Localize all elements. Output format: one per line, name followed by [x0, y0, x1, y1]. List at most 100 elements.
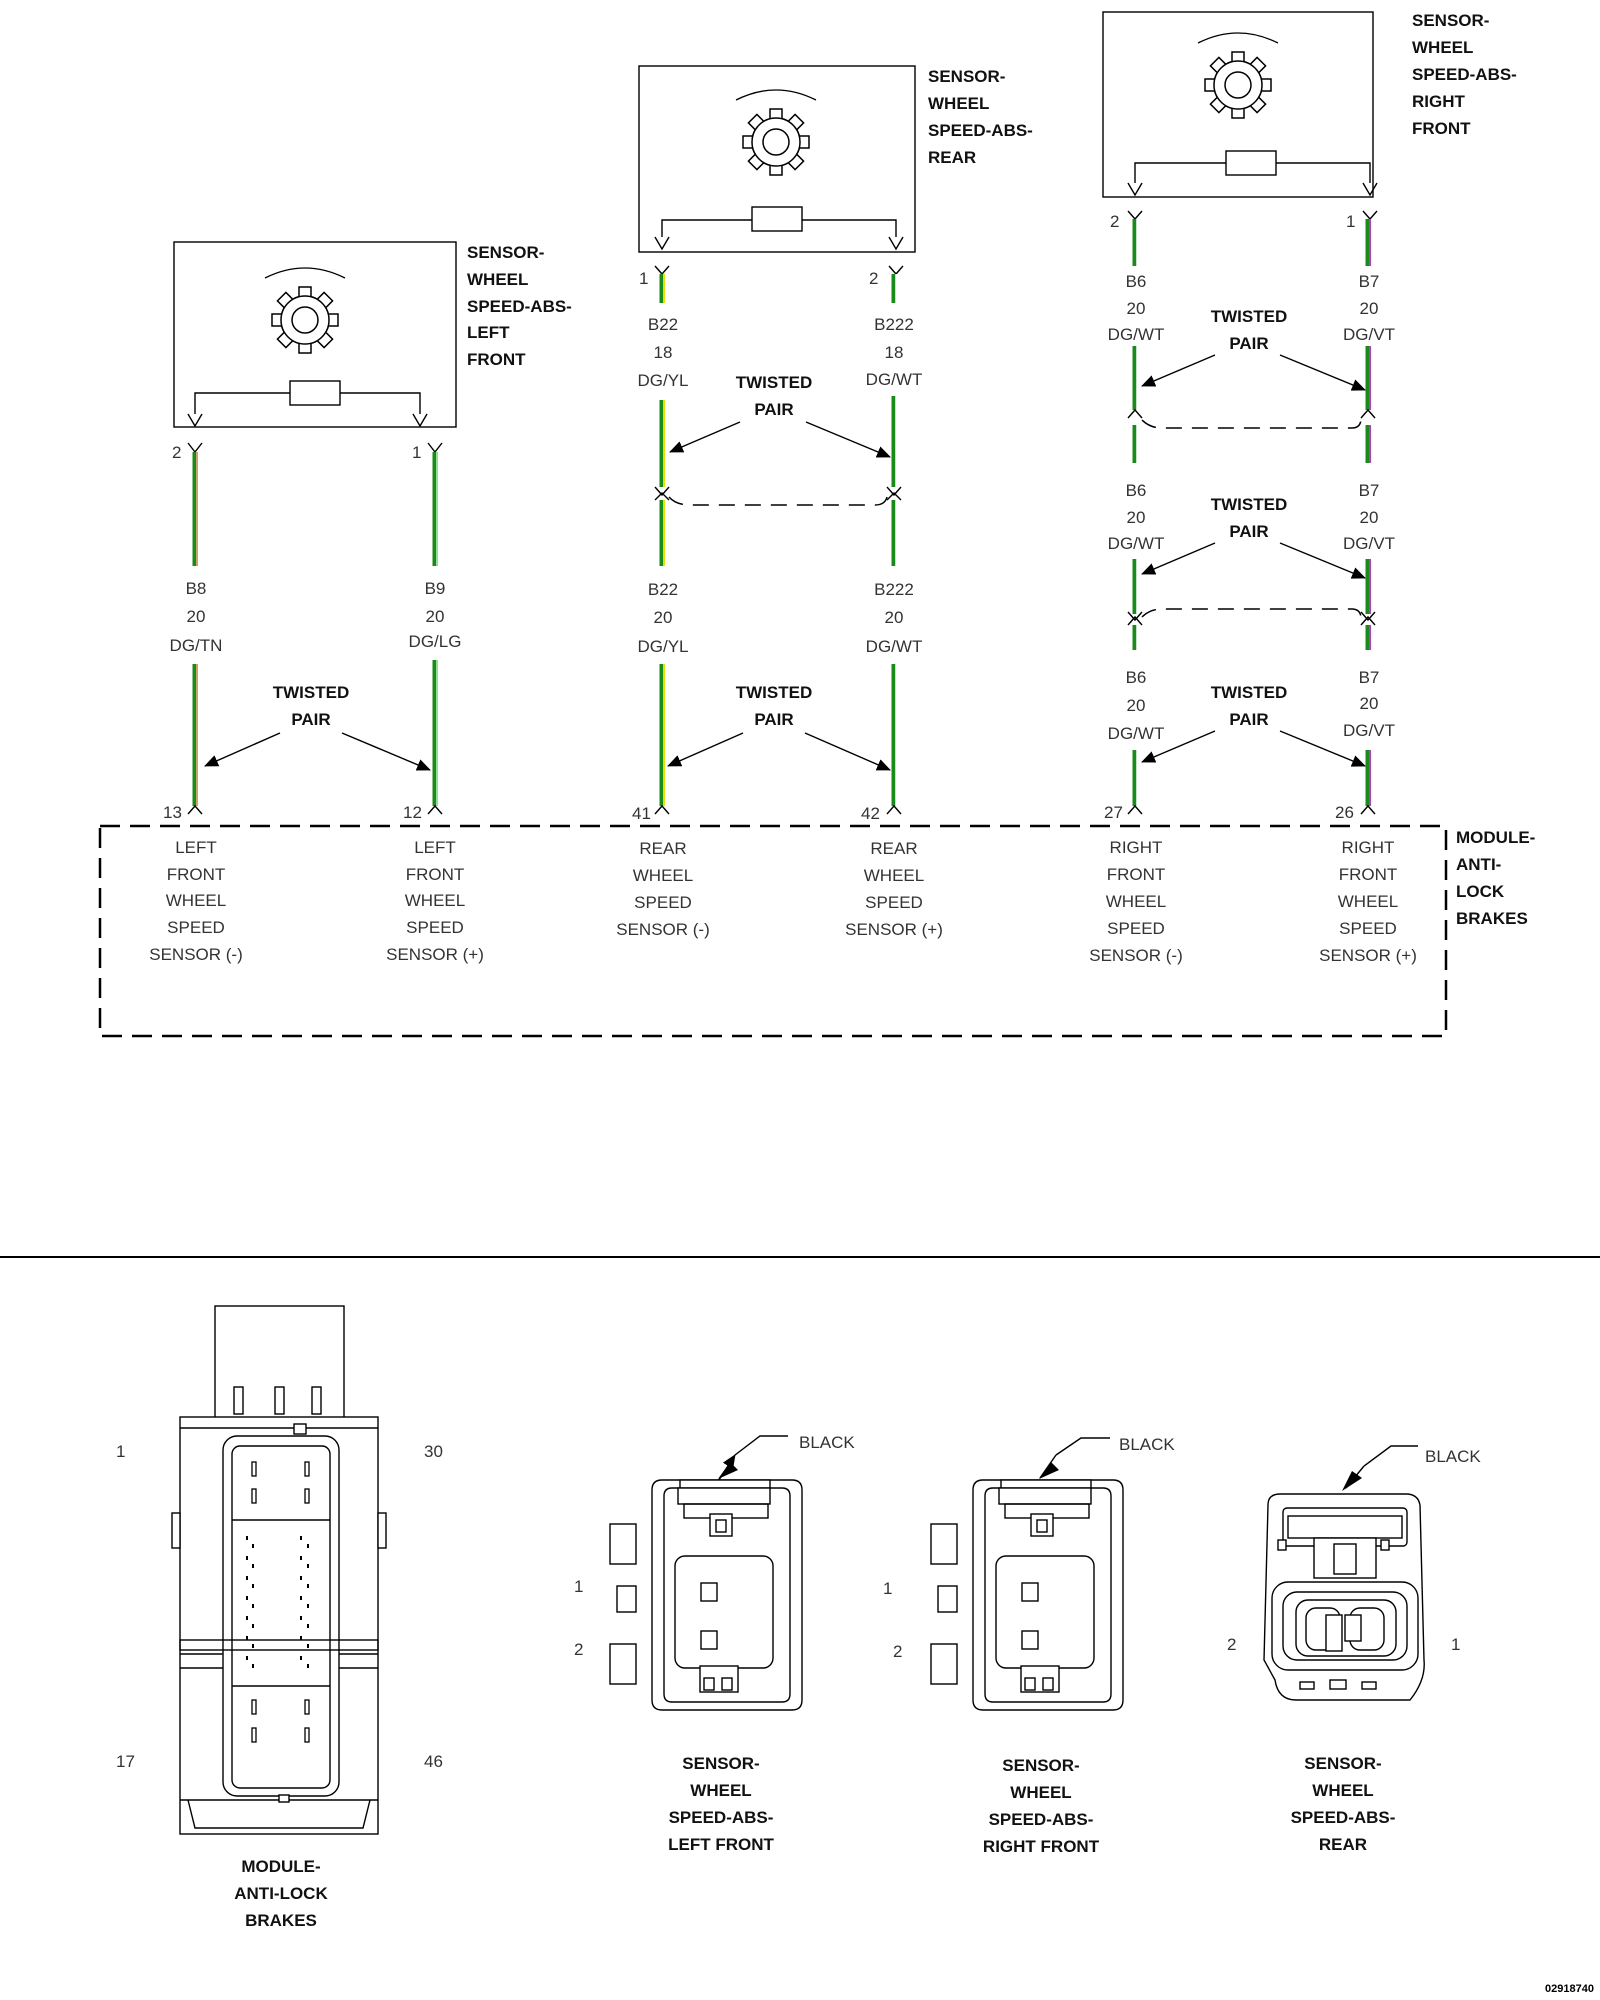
connector-title-line: WHEEL	[690, 1781, 751, 1800]
svg-text:WHEEL: WHEEL	[1106, 892, 1166, 911]
sensor-title-line: LEFT	[467, 323, 510, 342]
twisted-label: PAIR	[754, 400, 793, 419]
connector-title-line: RIGHT FRONT	[983, 1837, 1100, 1856]
pin-number: 26	[1335, 803, 1354, 822]
svg-text:WHEEL: WHEEL	[1338, 892, 1398, 911]
sensor-title-line: WHEEL	[467, 270, 528, 289]
twisted-label: PAIR	[1229, 334, 1268, 353]
twisted-label: PAIR	[1229, 710, 1268, 729]
pin-number: 2	[893, 1642, 902, 1661]
wire-gauge: 20	[1360, 299, 1379, 318]
twisted-pair-rear-bottom: TWISTED PAIR	[667, 683, 891, 771]
wire-gauge: 20	[654, 608, 673, 627]
pin-label-41: REAR WHEEL SPEED SENSOR (-)	[616, 839, 710, 939]
wire-color: DG/WT	[1108, 724, 1165, 743]
svg-text:WHEEL: WHEEL	[633, 866, 693, 885]
svg-text:WHEEL: WHEEL	[166, 891, 226, 910]
pin-number: 2	[172, 443, 181, 462]
sensor-title-line: SPEED-ABS-	[928, 121, 1033, 140]
wire-gauge: 20	[1127, 508, 1146, 527]
connector-title-line: SPEED-ABS-	[1291, 1808, 1396, 1827]
shield-bracket	[1141, 419, 1362, 429]
twisted-pair-rear-top: TWISTED PAIR	[669, 373, 891, 458]
svg-text:WHEEL: WHEEL	[864, 866, 924, 885]
svg-text:SENSOR (-): SENSOR (-)	[1089, 946, 1183, 965]
pin-label-12: LEFT FRONT WHEEL SPEED SENSOR (+)	[386, 838, 484, 964]
sensor-left-front: SENSOR- WHEEL SPEED-ABS- LEFT FRONT 2 1	[172, 241, 572, 462]
pin-number: 2	[1227, 1635, 1236, 1654]
pin-number: 27	[1104, 803, 1123, 822]
pin-label-27: RIGHT FRONT WHEEL SPEED SENSOR (-)	[1089, 838, 1183, 965]
wire-color: DG/VT	[1343, 325, 1395, 344]
svg-text:REAR: REAR	[870, 839, 917, 858]
svg-text:LEFT: LEFT	[414, 838, 456, 857]
wire-color: DG/TN	[170, 636, 223, 655]
sensor-title-line: SPEED-ABS-	[467, 297, 572, 316]
svg-text:RIGHT: RIGHT	[1110, 838, 1163, 857]
svg-text:SENSOR (-): SENSOR (-)	[616, 920, 710, 939]
twisted-label: TWISTED	[273, 683, 350, 702]
wire-gauge: 18	[654, 343, 673, 362]
svg-text:SPEED: SPEED	[865, 893, 923, 912]
wire-circuit: B9	[425, 579, 446, 598]
pin-number: 2	[1110, 212, 1119, 231]
connector-title-line: SENSOR-	[682, 1754, 759, 1773]
wire-b22: B22 18 DG/YL B22 20 DG/YL	[637, 265, 689, 806]
pin-label-26: RIGHT FRONT WHEEL SPEED SENSOR (+)	[1319, 838, 1417, 965]
wire-b222: B222 18 DG/WT B222 20 DG/WT	[866, 265, 923, 806]
svg-text:SPEED: SPEED	[634, 893, 692, 912]
pin-number: 2	[574, 1640, 583, 1659]
pin-number: 1	[1346, 212, 1355, 231]
sensor-title-line: SENSOR-	[467, 243, 544, 262]
sensor-title-line: FRONT	[467, 350, 526, 369]
twisted-pair-left-front: TWISTED PAIR	[204, 683, 431, 771]
pin-number: 41	[632, 804, 651, 823]
connector-title-line: REAR	[1319, 1835, 1367, 1854]
wire-circuit: B7	[1359, 668, 1380, 687]
sensor-title-line: RIGHT	[1412, 92, 1466, 111]
connector-title-line: MODULE-	[241, 1857, 320, 1876]
wire-circuit: B222	[874, 315, 914, 334]
sensor-title-line: SPEED-ABS-	[1412, 65, 1517, 84]
pin-number: 1	[574, 1577, 583, 1596]
pin-number: 1	[1451, 1635, 1460, 1654]
connector-left-front: BLACK 1 2 SENSOR- WHEEL SPEED-ABS- LEFT …	[574, 1433, 855, 1854]
connector-title-line: WHEEL	[1010, 1783, 1071, 1802]
connector-right-front: BLACK 1 2 SENSOR- WHEEL SPEED-ABS- RIGHT…	[883, 1435, 1175, 1856]
connector-title-line: ANTI-LOCK	[234, 1884, 328, 1903]
twisted-label: PAIR	[1229, 522, 1268, 541]
connector-title-line: SPEED-ABS-	[669, 1808, 774, 1827]
connector-rear: BLACK 2 1 SENSOR- WHEEL SPEED-ABS- REAR	[1227, 1445, 1481, 1854]
twisted-pair-right-1: TWISTED PAIR	[1141, 307, 1366, 391]
connector-color: BLACK	[799, 1433, 855, 1452]
pin-number: 1	[412, 443, 421, 462]
shield-bracket	[1141, 608, 1362, 618]
connector-title-line: SPEED-ABS-	[989, 1810, 1094, 1829]
twisted-label: TWISTED	[736, 683, 813, 702]
module-title-line: BRAKES	[1456, 909, 1528, 928]
module-title-line: LOCK	[1456, 882, 1505, 901]
wire-b8: B8 20 DG/TN	[170, 442, 223, 806]
wire-b6: B6 20 DG/WT B6 20 DG/WT B6 20 DG/WT	[1108, 210, 1165, 806]
document-id: 02918740	[1545, 1983, 1594, 1995]
twisted-label: PAIR	[754, 710, 793, 729]
pin-label-13: LEFT FRONT WHEEL SPEED SENSOR (-)	[149, 838, 243, 964]
svg-text:FRONT: FRONT	[1107, 865, 1166, 884]
wire-circuit: B8	[186, 579, 207, 598]
wire-circuit: B222	[874, 580, 914, 599]
twisted-label: TWISTED	[1211, 683, 1288, 702]
module-title-line: ANTI-	[1456, 855, 1501, 874]
sensor-rear: SENSOR- WHEEL SPEED-ABS- REAR 1 2	[638, 65, 1033, 288]
wire-gauge: 20	[1360, 694, 1379, 713]
wire-circuit: B7	[1359, 481, 1380, 500]
wire-color: DG/VT	[1343, 534, 1395, 553]
wire-b7: B7 20 DG/VT B7 20 DG/VT B7 20 DG/VT	[1343, 210, 1395, 806]
sensor-title-line: REAR	[928, 148, 976, 167]
connector-title-line: SENSOR-	[1002, 1756, 1079, 1775]
connector-title-line: SENSOR-	[1304, 1754, 1381, 1773]
svg-text:SENSOR (+): SENSOR (+)	[845, 920, 943, 939]
wire-color: DG/WT	[866, 370, 923, 389]
twisted-label: TWISTED	[736, 373, 813, 392]
wire-circuit: B6	[1126, 481, 1147, 500]
